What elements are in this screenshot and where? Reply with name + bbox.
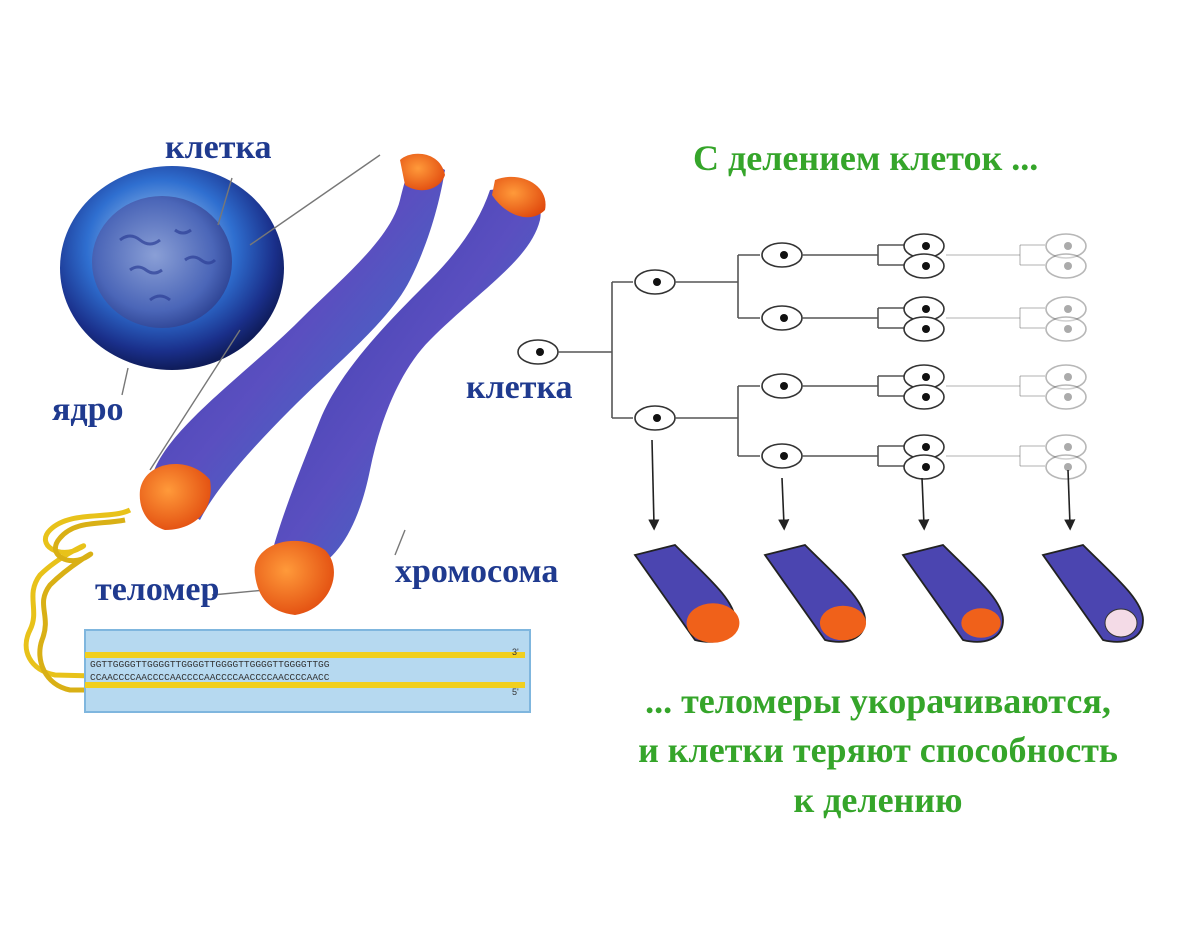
telomere-cap xyxy=(492,176,546,218)
cell-division-tree xyxy=(517,233,1087,480)
division-arrow xyxy=(648,439,660,531)
cell-illustration xyxy=(60,166,284,370)
cell-icon xyxy=(761,373,803,399)
label-cell-top: клетка xyxy=(165,129,272,166)
telomere-tips xyxy=(633,439,1144,643)
dna-coil xyxy=(23,507,132,693)
chromosome-illustration xyxy=(139,153,546,615)
cell-icon xyxy=(634,269,676,295)
cell-icon xyxy=(634,405,676,431)
caption-line-1: ... теломеры укорачиваются, xyxy=(645,681,1111,721)
cell-icon xyxy=(1045,253,1087,279)
cell-icon xyxy=(1045,434,1087,460)
dna-end-top: 3' xyxy=(512,647,519,657)
dna-bottom-strand: CCAACCCCAACCCCAACCCCAACCCCAACCCCAACCCCAA… xyxy=(90,672,330,683)
cell-icon xyxy=(1045,454,1087,480)
cell-icon xyxy=(761,242,803,268)
cell-icon xyxy=(1045,384,1087,410)
pointer-lines xyxy=(121,154,406,596)
cell-icon xyxy=(761,305,803,331)
telomere-cap xyxy=(139,463,211,530)
dna-top-strand: GGTTGGGGTTGGGGTTGGGGTTGGGGTTGGGGTTGGGGTT… xyxy=(90,659,330,670)
label-telomere: теломер xyxy=(95,571,219,608)
division-arrow xyxy=(918,477,930,531)
division-arrow xyxy=(1064,469,1076,531)
telomere-tip xyxy=(763,544,867,643)
dna-end-bottom: 5' xyxy=(512,687,519,697)
caption-line-2: и клетки теряют способность xyxy=(638,730,1118,770)
cell-icon xyxy=(903,384,945,410)
cell-icon xyxy=(1045,233,1087,259)
cell-icon xyxy=(1045,316,1087,342)
cell-icon xyxy=(1045,296,1087,322)
cell-icon xyxy=(1045,364,1087,390)
cell-icon xyxy=(903,454,945,480)
caption-line-3: к делению xyxy=(793,780,962,820)
telomere-cap xyxy=(400,153,445,191)
cell-icon xyxy=(903,316,945,342)
dna-strip: GGTTGGGGTTGGGGTTGGGGTTGGGGTTGGGGTTGGGGTT… xyxy=(84,629,531,713)
label-cell-right: клетка xyxy=(466,369,573,406)
telomere-tip xyxy=(901,544,1004,643)
division-arrow xyxy=(778,477,790,531)
root-cell xyxy=(517,339,559,365)
telomere-tip xyxy=(1041,544,1144,643)
nucleus-shape xyxy=(92,196,232,328)
label-chromosome: хромосома xyxy=(395,553,558,590)
telomere-cap xyxy=(254,540,334,615)
cell-icon xyxy=(903,253,945,279)
caption-title: С делением клеток ... xyxy=(693,138,1038,178)
telomere-tip xyxy=(633,544,740,643)
cell-icon xyxy=(761,443,803,469)
label-nucleus: ядро xyxy=(52,391,124,428)
